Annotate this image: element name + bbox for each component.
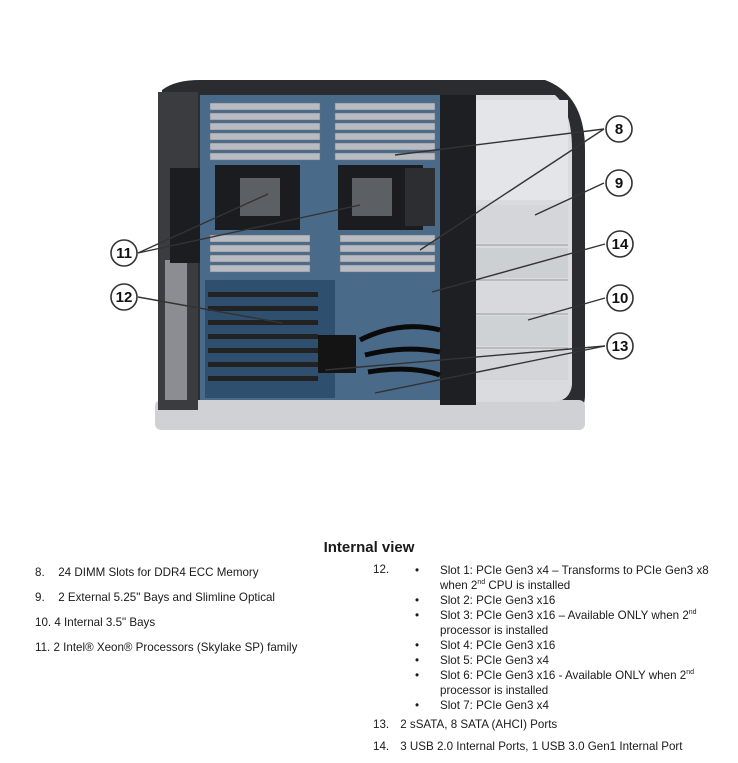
callout-10-label: 10 xyxy=(612,290,629,307)
pcie-slots xyxy=(208,292,318,381)
callout-10: 10 xyxy=(606,284,634,312)
item-text: 2 sSATA, 8 SATA (AHCI) Ports xyxy=(400,718,558,731)
slot-item: Slot 3: PCIe Gen3 x16 – Available ONLY w… xyxy=(415,608,733,638)
callout-8: 8 xyxy=(605,115,633,143)
callout-14-label: 14 xyxy=(612,236,629,253)
item-number: 8. xyxy=(35,566,45,579)
list-item: 11. 2 Intel® Xeon® Processors (Skylake S… xyxy=(35,635,365,660)
item-text: 24 DIMM Slots for DDR4 ECC Memory xyxy=(58,566,259,579)
callout-8-label: 8 xyxy=(615,121,623,138)
pcie-slot-list: 12. Slot 1: PCIe Gen3 x4 – Transforms to… xyxy=(373,563,733,713)
slot-text: Slot 5: PCIe Gen3 x4 xyxy=(440,654,549,667)
slot-text: Slot 2: PCIe Gen3 x16 xyxy=(440,594,556,607)
callout-11-label: 11 xyxy=(116,245,132,262)
slot-item: Slot 4: PCIe Gen3 x16 xyxy=(415,638,733,653)
callout-12: 12 xyxy=(110,283,138,311)
section-title: Internal view xyxy=(323,539,415,556)
workstation-internal-photo: 8 9 14 10 13 11 12 xyxy=(110,80,634,430)
slot-item: Slot 7: PCIe Gen3 x4 xyxy=(415,698,733,713)
slot-text: Slot 3: PCIe Gen3 x16 – Available ONLY w… xyxy=(440,609,689,622)
motherboard xyxy=(200,95,441,400)
slot-item: Slot 5: PCIe Gen3 x4 xyxy=(415,653,733,668)
list-item: 10. 4 Internal 3.5" Bays xyxy=(35,610,365,635)
slot-sup: nd xyxy=(688,609,697,617)
slot-sup: nd xyxy=(686,669,694,677)
callout-11: 11 xyxy=(110,239,138,267)
callout-9-label: 9 xyxy=(615,175,623,192)
slot-text: Slot 4: PCIe Gen3 x16 xyxy=(440,639,556,652)
item-text: 3 USB 2.0 Internal Ports, 1 USB 3.0 Gen1… xyxy=(400,740,683,753)
slot-sup: nd xyxy=(477,579,486,587)
item-text: 2 External 5.25" Bays and Slimline Optic… xyxy=(58,591,276,604)
slot-text: Slot 7: PCIe Gen3 x4 xyxy=(440,699,549,712)
list-item: 14. 3 USB 2.0 Internal Ports, 1 USB 3.0 … xyxy=(373,737,733,757)
right-feature-list: 12. Slot 1: PCIe Gen3 x4 – Transforms to… xyxy=(373,563,733,757)
item-number: 10. xyxy=(35,616,52,629)
cpu-coolers xyxy=(215,165,435,230)
slot-text-tail: CPU is installed xyxy=(485,579,571,592)
item-text: 4 Internal 3.5" Bays xyxy=(54,616,156,629)
callout-13-label: 13 xyxy=(612,338,629,355)
item-number: 12. xyxy=(373,563,390,576)
slot-item: Slot 2: PCIe Gen3 x16 xyxy=(415,593,733,608)
left-feature-list: 8. 24 DIMM Slots for DDR4 ECC Memory 9. … xyxy=(35,560,365,660)
list-item: 8. 24 DIMM Slots for DDR4 ECC Memory xyxy=(35,560,365,585)
slot-item: Slot 1: PCIe Gen3 x4 – Transforms to PCI… xyxy=(415,563,733,593)
slot-text: Slot 6: PCIe Gen3 x16 - Available ONLY w… xyxy=(440,669,687,682)
slot-item: Slot 6: PCIe Gen3 x16 - Available ONLY w… xyxy=(415,668,733,698)
callout-12-label: 12 xyxy=(116,289,133,306)
list-item: 9. 2 External 5.25" Bays and Slimline Op… xyxy=(35,585,365,610)
slot-text: Slot 1: PCIe Gen3 x4 – Transforms to PCI… xyxy=(440,564,709,592)
slot-text-tail: processor is installed xyxy=(440,684,549,697)
item-number: 14. xyxy=(373,740,390,753)
callout-lines xyxy=(137,128,606,394)
slot-text-tail: processor is installed xyxy=(440,624,549,637)
item-text: 2 Intel® Xeon® Processors (Skylake SP) f… xyxy=(53,641,298,654)
callout-13: 13 xyxy=(606,332,634,360)
item-number: 13. xyxy=(373,718,390,731)
item-number: 9. xyxy=(35,591,45,604)
list-item: 13. 2 sSATA, 8 SATA (AHCI) Ports xyxy=(373,715,733,735)
dimm-slots xyxy=(209,102,436,273)
callout-9: 9 xyxy=(605,169,633,197)
item-number: 11. xyxy=(35,641,51,654)
callout-14: 14 xyxy=(606,230,634,258)
